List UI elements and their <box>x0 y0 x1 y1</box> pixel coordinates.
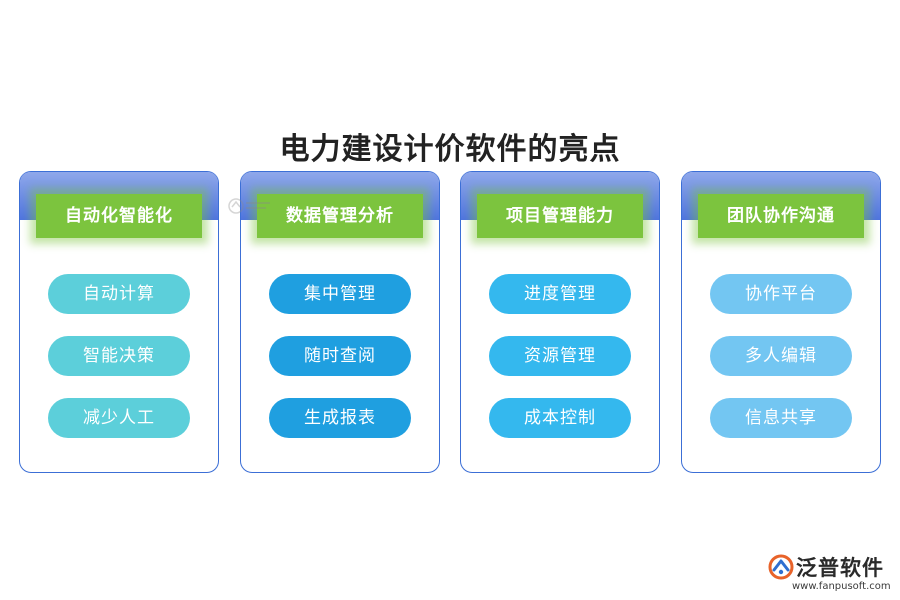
card-header: 团队协作沟通 <box>698 194 864 238</box>
feature-card-data: 数据管理分析 集中管理 随时查阅 生成报表 <box>240 171 440 473</box>
brand-url: www.fanpusoft.com <box>792 581 891 592</box>
feature-pill: 自动计算 <box>48 274 190 314</box>
feature-pill: 成本控制 <box>489 398 631 438</box>
feature-card-automation: 自动化智能化 自动计算 智能决策 减少人工 <box>19 171 219 473</box>
brand-name: 泛普软件 <box>796 556 884 580</box>
page-title: 电力建设计价软件的亮点 <box>279 132 621 167</box>
card-header: 数据管理分析 <box>257 194 423 238</box>
card-header: 项目管理能力 <box>477 194 643 238</box>
feature-card-team: 团队协作沟通 协作平台 多人编辑 信息共享 <box>681 171 881 473</box>
feature-pill: 集中管理 <box>269 274 411 314</box>
feature-pill: 生成报表 <box>269 398 411 438</box>
brand-logo: 泛普软件 www.fanpusoft.com <box>768 552 894 596</box>
feature-pill: 智能决策 <box>48 336 190 376</box>
card-header: 自动化智能化 <box>36 194 202 238</box>
feature-pill: 信息共享 <box>710 398 852 438</box>
feature-pill: 随时查阅 <box>269 336 411 376</box>
feature-pill: 进度管理 <box>489 274 631 314</box>
fanpu-logo-icon <box>768 554 794 580</box>
feature-pill: 协作平台 <box>710 274 852 314</box>
feature-pill: 多人编辑 <box>710 336 852 376</box>
feature-pill: 资源管理 <box>489 336 631 376</box>
watermark-logo <box>228 197 272 215</box>
feature-pill: 减少人工 <box>48 398 190 438</box>
feature-card-project: 项目管理能力 进度管理 资源管理 成本控制 <box>460 171 660 473</box>
